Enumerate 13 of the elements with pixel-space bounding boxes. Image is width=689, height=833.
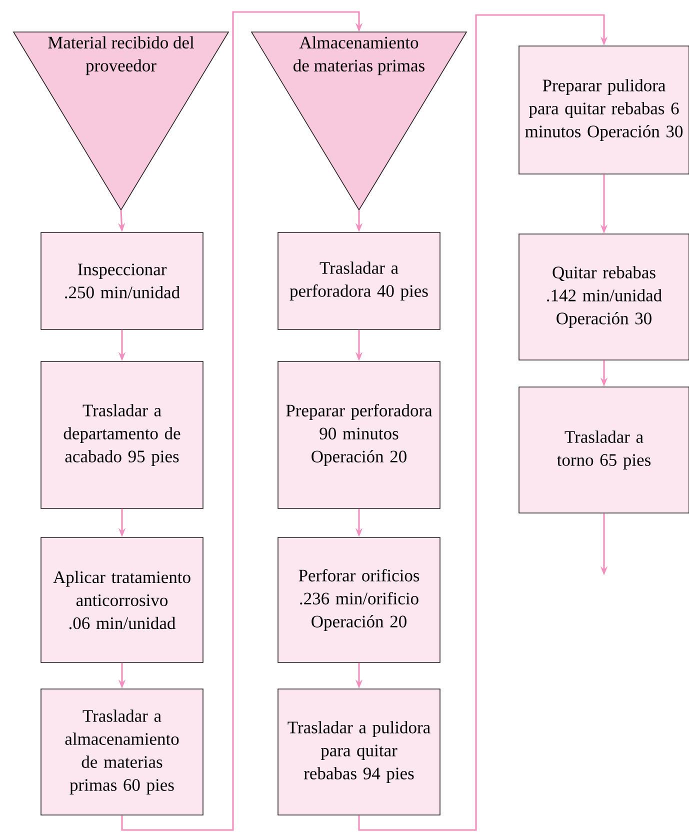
process-box: Inspeccionar .250 min/unidad — [40, 232, 204, 330]
arrow — [121, 11, 363, 831]
process-box: Trasladar a almacenamiento de materias primas 60 pies — [40, 688, 204, 816]
process-box: Trasladar a departamento de acabado 95 pies — [40, 361, 204, 509]
process-box: Preparar perforadora 90 minutos Operación 20 — [278, 361, 440, 509]
process-box: Trasladar a torno 65 pies — [518, 386, 689, 514]
process-box: Preparar pulidora para quitar rebabas 6 minutos Operación 30 — [518, 46, 689, 174]
process-box: Aplicar tratamiento anticorrosivo .06 min/unidad — [40, 537, 204, 663]
process-box: Quitar rebabas .142 min/unidad Operación 30 — [518, 234, 689, 360]
process-box: Perforar orificios .236 min/orificio Operación 20 — [278, 537, 440, 663]
arrow — [358, 14, 608, 831]
process-box: Trasladar a pulidora para quitar rebabas 94 pies — [278, 688, 440, 816]
process-box: Trasladar a perforadora 40 pies — [278, 232, 440, 330]
